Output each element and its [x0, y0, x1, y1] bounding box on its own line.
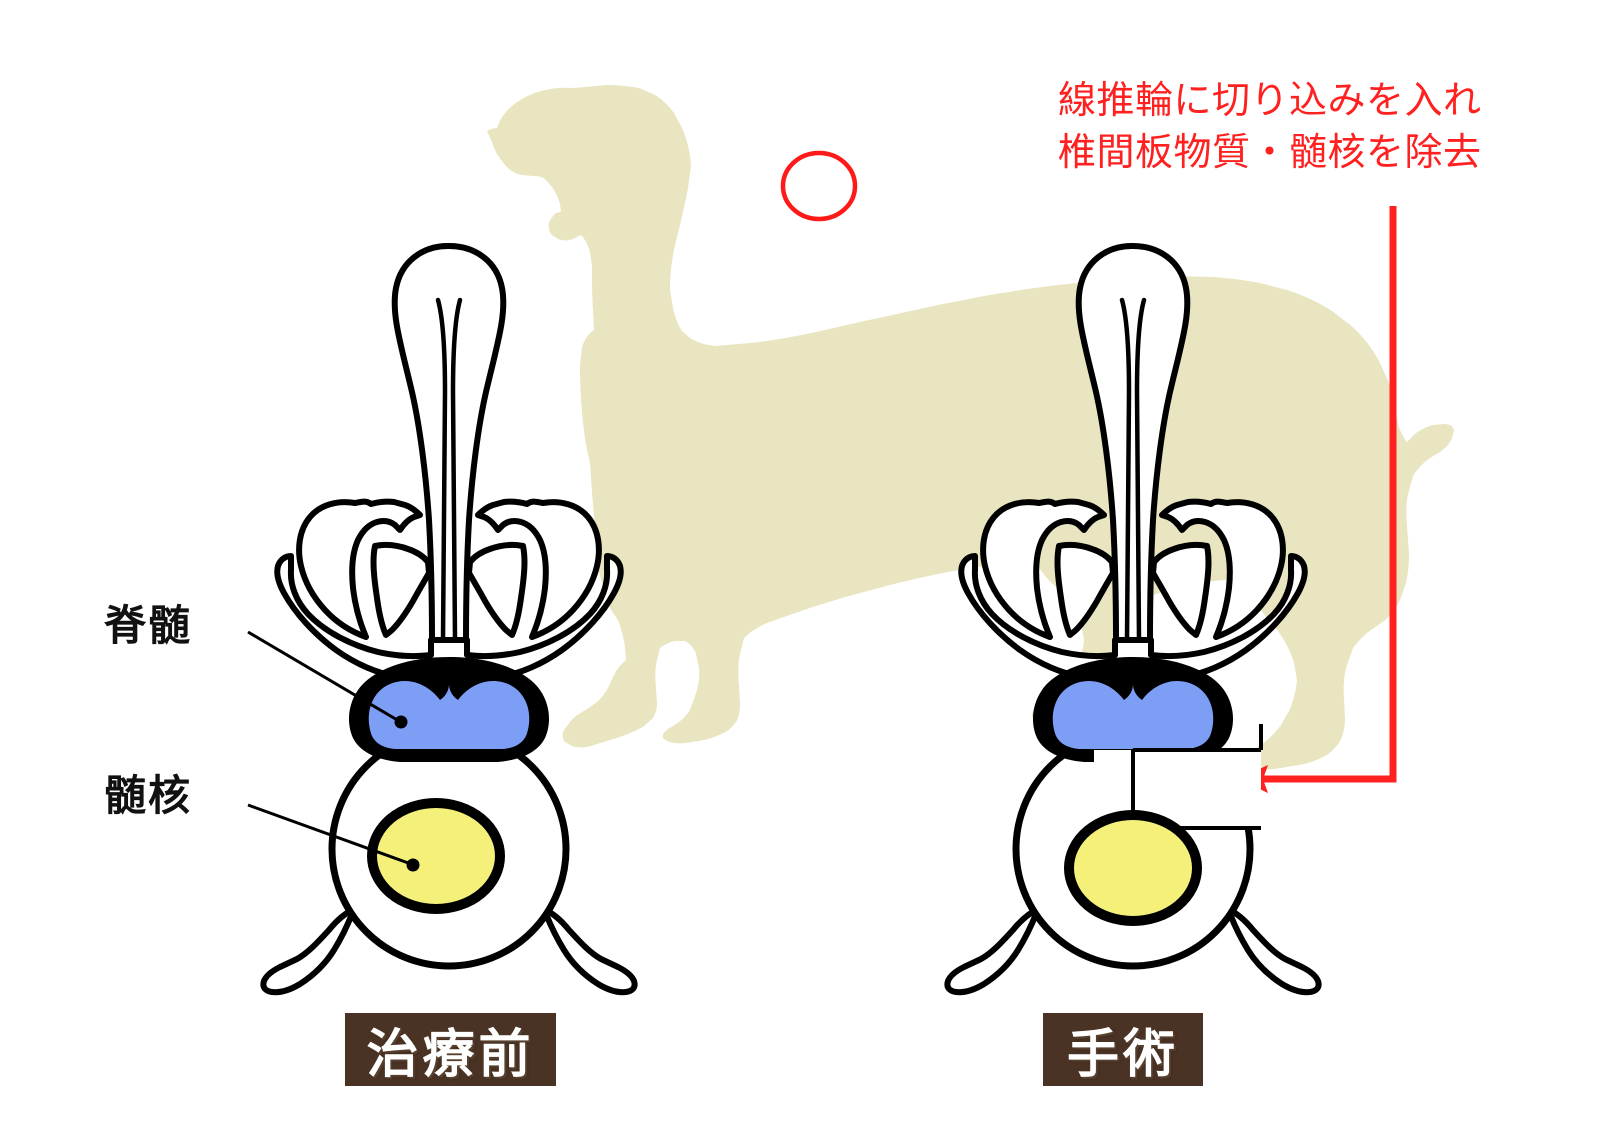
- caption-before-treatment: 治療前: [345, 1013, 556, 1086]
- dachshund-silhouette-icon: [487, 85, 1454, 770]
- spinal-cord-blue: [368, 681, 530, 749]
- articular-processes: [980, 498, 1286, 640]
- fenestration-window: [1094, 724, 1263, 830]
- spinal-cord: [348, 657, 550, 762]
- surgery-annotation-text: 線推輪に切り込みを入れ 椎間板物質・髄核を除去: [1058, 78, 1482, 175]
- nucleus-pulposus: [1064, 810, 1202, 926]
- lamina-notches: [370, 542, 528, 638]
- label-nucleus-pulposus: 髄核: [104, 771, 193, 820]
- articular-processes: [296, 498, 602, 640]
- label-spinal-cord: 脊髄: [104, 601, 193, 650]
- caption-surgery: 手術: [1043, 1013, 1203, 1086]
- lamina-notches: [1054, 542, 1212, 638]
- nucleus-pulposus: [367, 798, 505, 914]
- leader-lines: [247, 630, 420, 872]
- red-circle-marker-icon: [780, 150, 858, 222]
- spinal-cord-blue: [1052, 681, 1214, 749]
- spinal-cord: [1032, 657, 1234, 762]
